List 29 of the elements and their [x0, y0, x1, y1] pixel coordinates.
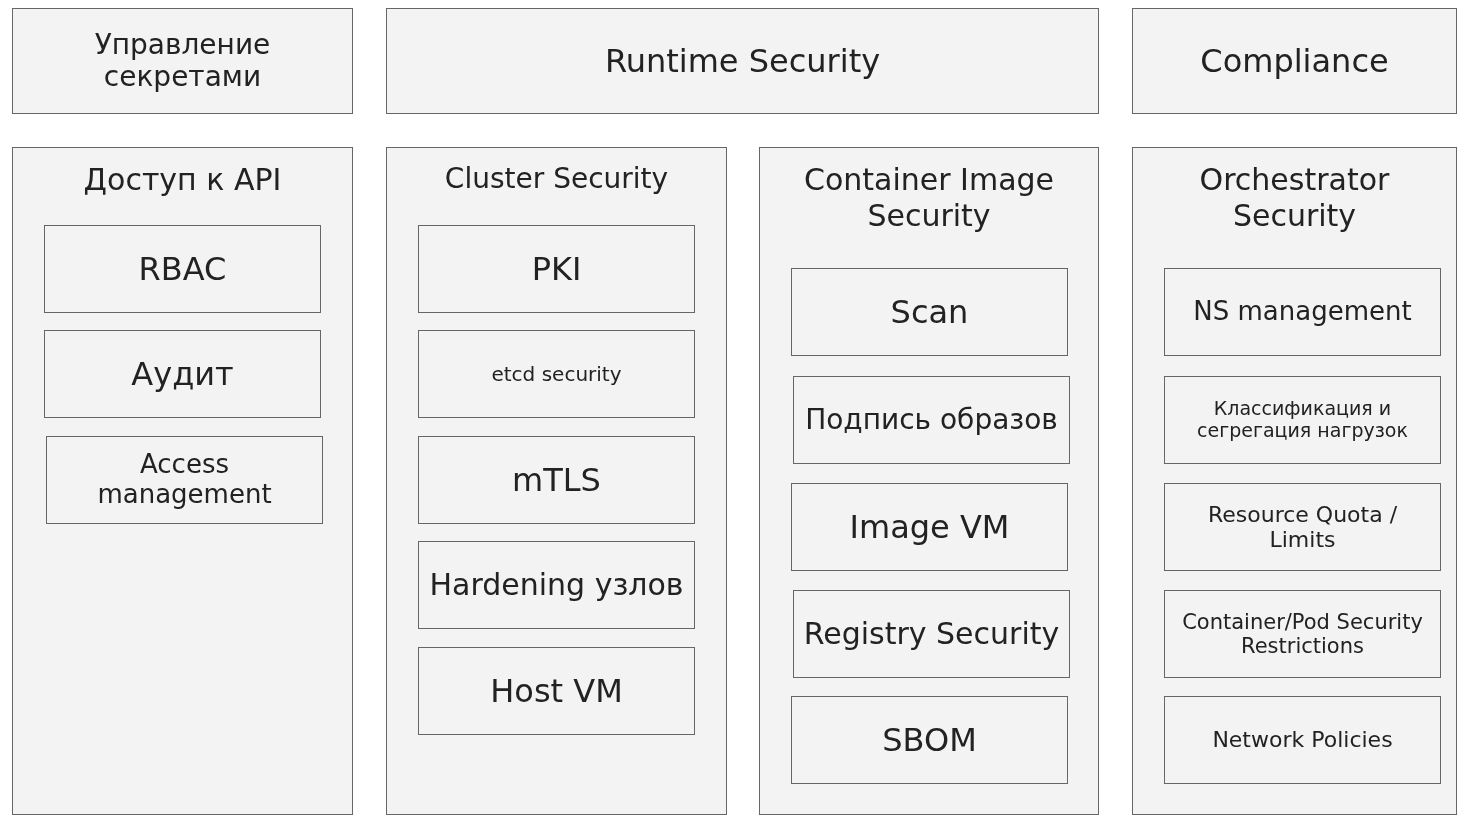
category-box: Access management — [46, 436, 323, 524]
category-box: Управление секретами — [12, 8, 353, 114]
category-box: Runtime Security — [386, 8, 1099, 114]
group-title: Cluster Security — [443, 162, 670, 196]
category-box: PKI — [418, 225, 695, 313]
category-box: Hardening узлов — [418, 541, 695, 629]
category-box: Registry Security — [793, 590, 1070, 678]
category-box: Image VM — [791, 483, 1068, 571]
category-box: Host VM — [418, 647, 695, 735]
group-panel — [12, 147, 353, 815]
category-box: Container/Pod Security Restrictions — [1164, 590, 1441, 678]
category-box: Scan — [791, 268, 1068, 356]
category-box: Resource Quota / Limits — [1164, 483, 1441, 571]
category-box: SBOM — [791, 696, 1068, 784]
category-box: mTLS — [418, 436, 695, 524]
group-panel — [759, 147, 1099, 815]
category-box: NS management — [1164, 268, 1441, 356]
category-box: Подпись образов — [793, 376, 1070, 464]
category-box: Compliance — [1132, 8, 1457, 114]
group-title: Container Image Security — [802, 162, 1056, 234]
group-title: Orchestrator Security — [1198, 162, 1391, 234]
category-box: Network Policies — [1164, 696, 1441, 784]
category-box: RBAC — [44, 225, 321, 313]
group-panel — [386, 147, 727, 815]
category-box: etcd security — [418, 330, 695, 418]
category-box: Аудит — [44, 330, 321, 418]
group-panel — [1132, 147, 1457, 815]
group-title: Доступ к API — [82, 162, 283, 198]
category-box: Классификация и сегрегация нагрузок — [1164, 376, 1441, 464]
